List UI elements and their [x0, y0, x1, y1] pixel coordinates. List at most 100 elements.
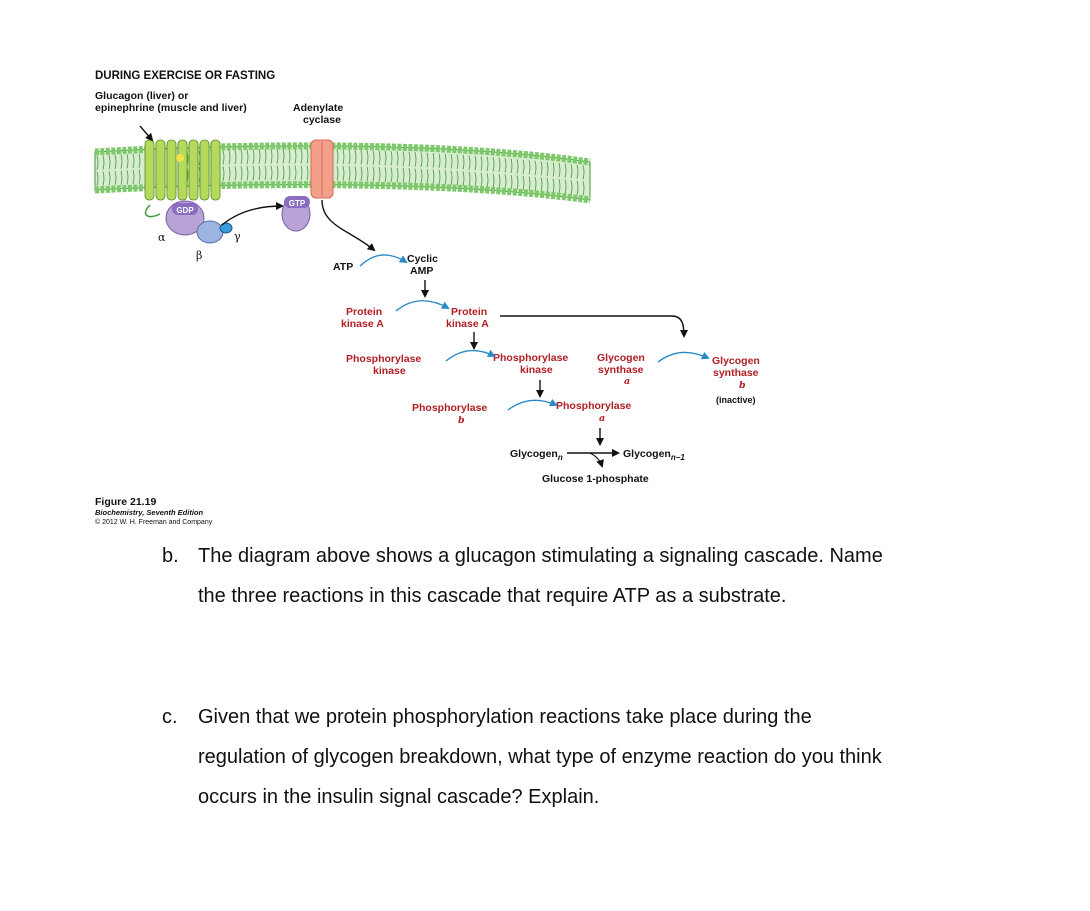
hormone-binding-arrow: [139, 125, 154, 142]
lipid-tail: [288, 165, 291, 181]
gs-b-line2: synthase: [713, 367, 759, 379]
lipid-tail: [132, 169, 135, 185]
lipid-tail: [300, 165, 303, 181]
lipid-tail: [228, 166, 231, 181]
lipid-tail: [234, 149, 237, 165]
gdp-badge: [172, 203, 198, 215]
lipid-tail: [492, 173, 495, 188]
lipid-tail: [576, 180, 579, 195]
lipid-tail: [516, 175, 519, 190]
lipid-tail: [282, 148, 285, 164]
lipid-tail: [240, 149, 243, 165]
lipid-tail: [378, 150, 381, 166]
lipid-tail: [252, 165, 255, 181]
lipid-tail: [276, 149, 279, 164]
caption-book: Biochemistry, Seventh Edition: [95, 508, 203, 517]
lipid-tail: [540, 177, 543, 192]
lipid-tail: [108, 171, 111, 186]
gs-a-line1: Glycogen: [597, 352, 645, 364]
lipid-tail: [426, 169, 429, 184]
lipid-tail: [228, 149, 231, 165]
lipid-tail: [480, 172, 483, 188]
lipid-tail: [414, 168, 417, 184]
lipid-tail: [102, 171, 105, 186]
question-b-line2: the three reactions in this cascade that…: [198, 585, 787, 607]
gdp-label: GDP: [176, 206, 194, 215]
lipid-tail: [222, 166, 225, 181]
lipid-tail: [360, 166, 363, 182]
lipid-tail: [282, 165, 285, 181]
cyclase-output-arrow: [321, 199, 376, 252]
lipid-tail: [372, 166, 375, 182]
camp-label-line2: AMP: [410, 265, 433, 277]
glycogen-n1-text: Glycogen: [623, 448, 671, 460]
lipid-tail: [384, 167, 387, 182]
hormone-label-line2: epinephrine (muscle and liver): [95, 102, 247, 114]
lipid-tail: [504, 158, 507, 173]
lipid-tail: [234, 166, 237, 181]
phos-activation-arc: [507, 398, 558, 411]
pka-inactive-line2: kinase A: [341, 318, 384, 330]
question-b-letter: b.: [162, 545, 179, 567]
lipid-tail: [336, 165, 339, 181]
lipid-tail: [468, 171, 471, 187]
lipid-tail: [486, 156, 489, 172]
lipid-tail: [426, 152, 429, 168]
lipid-tail: [258, 149, 261, 164]
lipid-tail: [570, 164, 573, 179]
gs-b-line1: Glycogen: [712, 355, 760, 367]
beta-label: β: [196, 249, 202, 262]
lipid-tail: [288, 148, 291, 164]
atp-label: ATP: [333, 261, 353, 273]
question-c-line3: occurs in the insulin signal cascade? Ex…: [198, 786, 600, 808]
lipid-tail: [366, 150, 369, 165]
lipid-tail: [414, 152, 417, 167]
phk-inactive-line2: kinase: [373, 365, 406, 377]
lipid-tail: [354, 166, 357, 181]
glycogen-n1-label: Glycogenn−1: [623, 448, 685, 462]
pka-inactive-line1: Protein: [346, 306, 382, 318]
lipid-tail: [264, 149, 267, 164]
glycogen-n1-subscript: n−1: [671, 453, 686, 462]
lipid-tail: [408, 168, 411, 183]
phk-active-line2: kinase: [520, 364, 553, 376]
lipid-tail: [348, 166, 351, 181]
phos-a-letter: a: [599, 413, 605, 424]
lipid-tail: [462, 154, 465, 170]
lipid-tail: [450, 154, 453, 169]
lipid-tail: [294, 165, 297, 181]
lipid-tail: [570, 180, 573, 195]
g-alpha-gtp: GTP: [281, 196, 311, 232]
lipid-tail: [456, 154, 459, 170]
lipid-tail: [420, 168, 423, 184]
lipid-tail: [522, 159, 525, 175]
lipid-tail: [504, 174, 507, 189]
lipid-tail: [462, 171, 465, 186]
glycogen-n-subscript: n: [558, 453, 563, 462]
lipid-tail: [336, 149, 339, 165]
lipid-tail: [498, 173, 501, 189]
lipid-tail: [402, 151, 405, 167]
glycogen-n-label: Glycogenn: [510, 448, 563, 462]
lipid-tail: [246, 165, 249, 181]
lipid-tail: [222, 150, 225, 165]
lipid-tail: [306, 165, 309, 181]
lipid-tail: [276, 165, 279, 181]
phos-a-label: Phosphorylase: [556, 400, 631, 412]
lipid-tail: [564, 163, 567, 178]
gamma-label: γ: [234, 230, 241, 243]
adenylate-cyclase-label-line2: cyclase: [303, 114, 341, 126]
lipid-tail: [270, 165, 273, 181]
gs-b-state: (inactive): [716, 395, 756, 405]
lipid-tail: [516, 159, 519, 174]
phk-inactive-line1: Phosphorylase: [346, 353, 421, 365]
lipid-tail: [456, 170, 459, 186]
lipid-tail: [582, 181, 585, 196]
atp-to-camp-arc: [359, 254, 408, 267]
lipid-tail: [534, 160, 537, 176]
phos-b-label: Phosphorylase: [412, 402, 487, 414]
lipid-tail: [438, 153, 441, 168]
lipid-tail: [138, 153, 141, 168]
lipid-tail: [492, 157, 495, 172]
